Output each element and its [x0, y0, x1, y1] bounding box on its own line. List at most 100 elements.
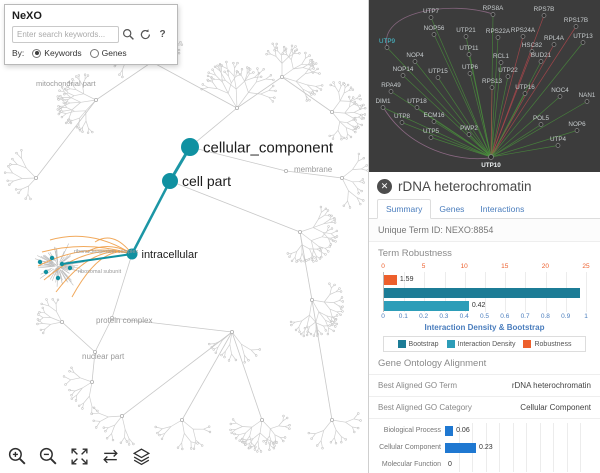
- gene-node[interactable]: HSC82: [522, 42, 543, 54]
- gene-node[interactable]: NOP4: [406, 52, 424, 64]
- gene-node[interactable]: RPS13: [482, 78, 502, 90]
- term-detail-panel: ✕ rDNA heterochromatin Summary Genes Int…: [369, 172, 600, 473]
- gene-label: RPA49: [381, 82, 401, 89]
- section-go-alignment: Gene Ontology Alignment: [378, 358, 487, 369]
- gene-node[interactable]: UTP11: [459, 45, 479, 57]
- gene-node[interactable]: DIM1: [375, 98, 391, 110]
- gene-node[interactable]: UTP16: [515, 84, 535, 96]
- gene-node[interactable]: UTP13: [573, 33, 593, 45]
- gene-node[interactable]: UTP4: [550, 136, 567, 148]
- table-row: Best Aligned GO Term rDNA heterochromati…: [369, 375, 600, 397]
- term-label-small: membrane: [294, 165, 333, 174]
- radio-genes-control[interactable]: [89, 48, 99, 58]
- gene-node[interactable]: RCL1: [493, 53, 510, 65]
- gene-node[interactable]: UTP10: [481, 154, 501, 170]
- zoom-out-button[interactable]: [36, 444, 60, 468]
- gene-node[interactable]: RPS7B: [534, 6, 555, 18]
- radio-genes[interactable]: Genes: [89, 48, 127, 58]
- axis-tick: 5: [421, 263, 426, 270]
- gene-node[interactable]: UTP7: [423, 8, 440, 20]
- gene-label: RPS13: [482, 78, 502, 85]
- gene-label: UTP15: [428, 68, 448, 75]
- axis-tick: 0.4: [459, 313, 469, 320]
- layers-button[interactable]: [129, 444, 153, 468]
- gene-node[interactable]: UTP18: [407, 98, 427, 110]
- radio-keywords-control[interactable]: [32, 48, 42, 58]
- zoom-in-button[interactable]: [5, 444, 29, 468]
- gene-label: UTP7: [423, 8, 440, 15]
- gene-label: NOP4: [406, 52, 424, 59]
- gene-node[interactable]: UTP22: [498, 67, 518, 79]
- tab-summary[interactable]: Summary: [377, 199, 432, 219]
- reset-icon[interactable]: [138, 27, 153, 42]
- close-icon[interactable]: ✕: [377, 179, 392, 194]
- search-icon[interactable]: [121, 27, 136, 42]
- gene-node[interactable]: UTP5: [423, 128, 440, 140]
- gene-node[interactable]: UTP8: [394, 113, 411, 125]
- bar-value-label: 0.42: [471, 302, 486, 309]
- gene-label: UTP18: [407, 98, 427, 105]
- gene-node[interactable]: NOP14: [393, 66, 414, 78]
- gene-node[interactable]: NOC4: [551, 87, 569, 99]
- term-label-small: ribonucleoprotein complex: [74, 249, 138, 255]
- axis-tick: 1: [584, 313, 588, 320]
- layout-arrows-button[interactable]: [98, 444, 122, 468]
- gene-node[interactable]: UTP15: [428, 68, 448, 80]
- gene-label: UTP16: [515, 84, 535, 91]
- term-node[interactable]: [126, 248, 138, 260]
- help-icon[interactable]: ?: [159, 29, 166, 40]
- gene-node[interactable]: RPL4A: [544, 35, 565, 47]
- gene-node[interactable]: NOP6: [568, 121, 586, 133]
- go-alignment-table: Best Aligned GO Term rDNA heterochromati…: [369, 374, 600, 419]
- gene-node[interactable]: RPS22A: [486, 28, 511, 40]
- legend-swatch: [397, 340, 406, 348]
- axis-tick: 0: [381, 313, 385, 320]
- gene-node[interactable]: UTP9: [379, 38, 396, 50]
- gene-node[interactable]: BUD21: [531, 52, 552, 64]
- gene-node[interactable]: NAN1: [579, 92, 596, 104]
- radio-keywords[interactable]: Keywords: [32, 48, 82, 58]
- section-term-robustness: Term Robustness: [378, 248, 452, 259]
- fit-screen-button[interactable]: [67, 444, 91, 468]
- gene-label: NOC4: [551, 87, 569, 94]
- tab-genes[interactable]: Genes: [439, 204, 465, 214]
- term-node[interactable]: [162, 173, 178, 189]
- gene-node[interactable]: UTP21: [456, 27, 476, 39]
- bar-biological-process: [445, 425, 454, 436]
- gene-node[interactable]: RPA49: [381, 82, 401, 94]
- gene-node[interactable]: NOP56: [424, 25, 445, 37]
- gene-label: UTP4: [550, 136, 567, 143]
- term-node[interactable]: [181, 138, 199, 156]
- gene-node[interactable]: PWP2: [460, 125, 478, 137]
- bar-value-label: 0.23: [479, 444, 493, 451]
- detail-header: ✕ rDNA heterochromatin: [369, 172, 600, 199]
- interaction-network-panel[interactable]: UTP7 RPS8A RPS7B RPS17B UTP9 NOP56 UTP21 RPS22A…: [369, 0, 600, 172]
- tab-interactions[interactable]: Interactions: [480, 204, 525, 214]
- gene-node[interactable]: POL5: [533, 115, 550, 127]
- go-category-label: Biological Process: [383, 427, 441, 434]
- gene-node[interactable]: RPS8A: [483, 5, 504, 17]
- gene-label: RPS8A: [483, 5, 504, 12]
- gene-network[interactable]: UTP7 RPS8A RPS7B RPS17B UTP9 NOP56 UTP21 RPS22A…: [369, 0, 600, 172]
- gene-node[interactable]: ECM16: [424, 112, 445, 124]
- gene-node[interactable]: RPS17B: [564, 17, 588, 29]
- gene-label: UTP22: [498, 67, 518, 74]
- gene-node[interactable]: UTP6: [462, 64, 479, 76]
- bar-bootstrap: [384, 287, 580, 298]
- gene-label: UTP9: [379, 38, 396, 45]
- axis-tick: 20: [541, 263, 550, 270]
- axis-tick: 0.3: [439, 313, 449, 320]
- legend-item: Bootstrap: [397, 340, 439, 348]
- gene-label: UTP21: [456, 27, 476, 34]
- bar-value-label: 0: [448, 461, 452, 468]
- search-input[interactable]: [12, 26, 119, 43]
- axis-tick: 0.6: [500, 313, 510, 320]
- gene-node[interactable]: RPS24A: [511, 27, 536, 39]
